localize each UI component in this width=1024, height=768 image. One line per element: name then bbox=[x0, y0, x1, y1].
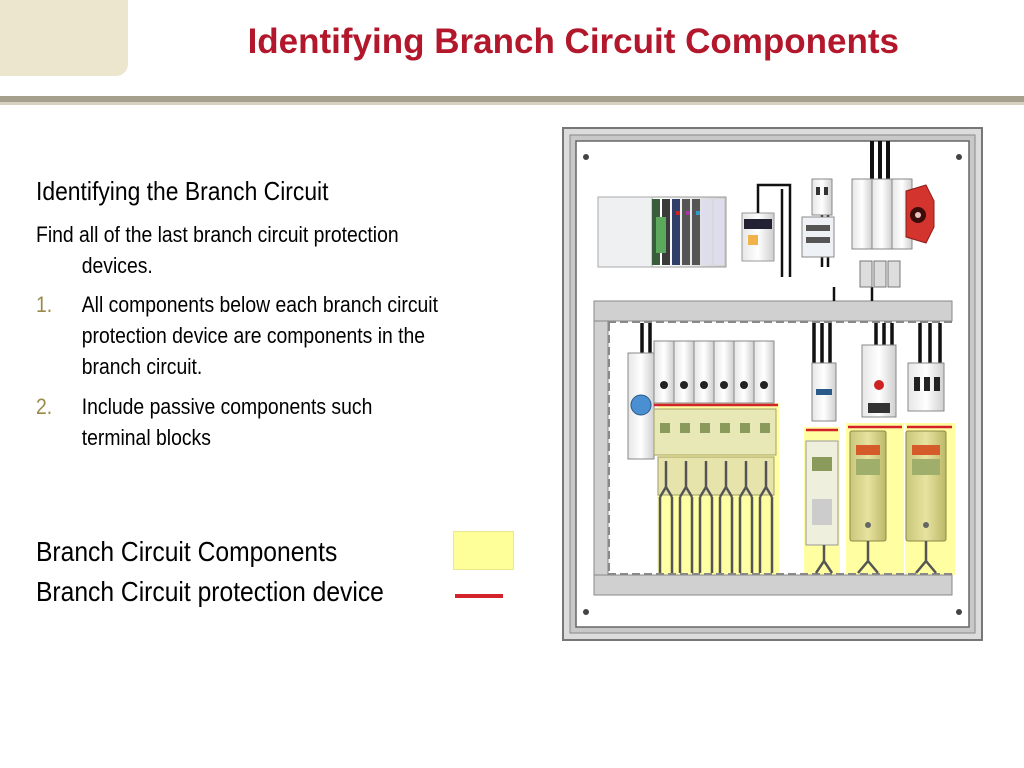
list-line: Include passive components such bbox=[81, 394, 373, 419]
list-line: terminal blocks bbox=[81, 425, 211, 450]
list-line: protection device are components in the bbox=[81, 323, 426, 348]
numbered-list: 1. All components below each branch circ… bbox=[36, 289, 536, 453]
body-text: Identifying the Branch Circuit Find all … bbox=[36, 176, 536, 462]
intro-paragraph: Find all of the last branch circuit prot… bbox=[36, 219, 511, 281]
legend-components-swatch bbox=[453, 531, 514, 570]
vfd-drive-1 bbox=[849, 430, 887, 542]
slide-title: Identifying Branch Circuit Components bbox=[247, 22, 899, 61]
disconnect-handle bbox=[905, 184, 935, 244]
protection-marker bbox=[654, 403, 952, 432]
intro-line: Find all of the last branch circuit prot… bbox=[36, 222, 399, 247]
right-breaker bbox=[907, 362, 945, 412]
list-item: 2. Include passive components such termi… bbox=[36, 391, 557, 453]
mount-hole bbox=[583, 154, 589, 160]
small-controller bbox=[741, 212, 775, 262]
motor-protector bbox=[861, 344, 897, 418]
list-line: branch circuit. bbox=[81, 354, 203, 379]
section-heading: Identifying the Branch Circuit bbox=[36, 176, 329, 206]
rotary-disconnect bbox=[627, 352, 655, 460]
mount-hole bbox=[583, 609, 589, 615]
wire-duct-top bbox=[593, 300, 953, 322]
list-line: All components below each branch circuit bbox=[81, 292, 438, 317]
lower-fuse-holders bbox=[859, 260, 901, 288]
upper-fuse-block bbox=[811, 178, 833, 216]
upper-terminal-block bbox=[801, 216, 835, 258]
mount-hole bbox=[956, 154, 962, 160]
title-rule-shadow bbox=[0, 102, 1024, 105]
mount-hole bbox=[956, 609, 962, 615]
title-rule bbox=[0, 96, 1024, 102]
main-breaker bbox=[851, 178, 913, 250]
wire-duct-bottom bbox=[593, 574, 953, 596]
motor-cables bbox=[658, 461, 774, 573]
list-item: 1. All components below each branch circ… bbox=[36, 289, 557, 382]
legend-protection-swatch bbox=[455, 594, 503, 598]
vfd-drive-2 bbox=[905, 430, 947, 542]
mcb-row bbox=[653, 340, 775, 404]
legend-protection-label: Branch Circuit protection device bbox=[36, 576, 384, 607]
drive-cables bbox=[814, 541, 937, 574]
incoming-lines bbox=[870, 141, 890, 179]
wire-duct-left bbox=[593, 320, 609, 576]
soft-starter bbox=[805, 440, 839, 546]
control-panel-diagram bbox=[562, 127, 983, 641]
small-breaker bbox=[811, 362, 837, 422]
plc-chassis bbox=[597, 196, 727, 268]
legend: Branch Circuit Components Branch Circuit… bbox=[36, 532, 431, 612]
intro-line: devices. bbox=[81, 253, 153, 278]
starter-row bbox=[653, 408, 777, 496]
legend-components-label: Branch Circuit Components bbox=[36, 536, 338, 567]
corner-tab bbox=[0, 0, 128, 76]
list-number: 1. bbox=[36, 292, 53, 317]
list-number: 2. bbox=[36, 394, 53, 419]
